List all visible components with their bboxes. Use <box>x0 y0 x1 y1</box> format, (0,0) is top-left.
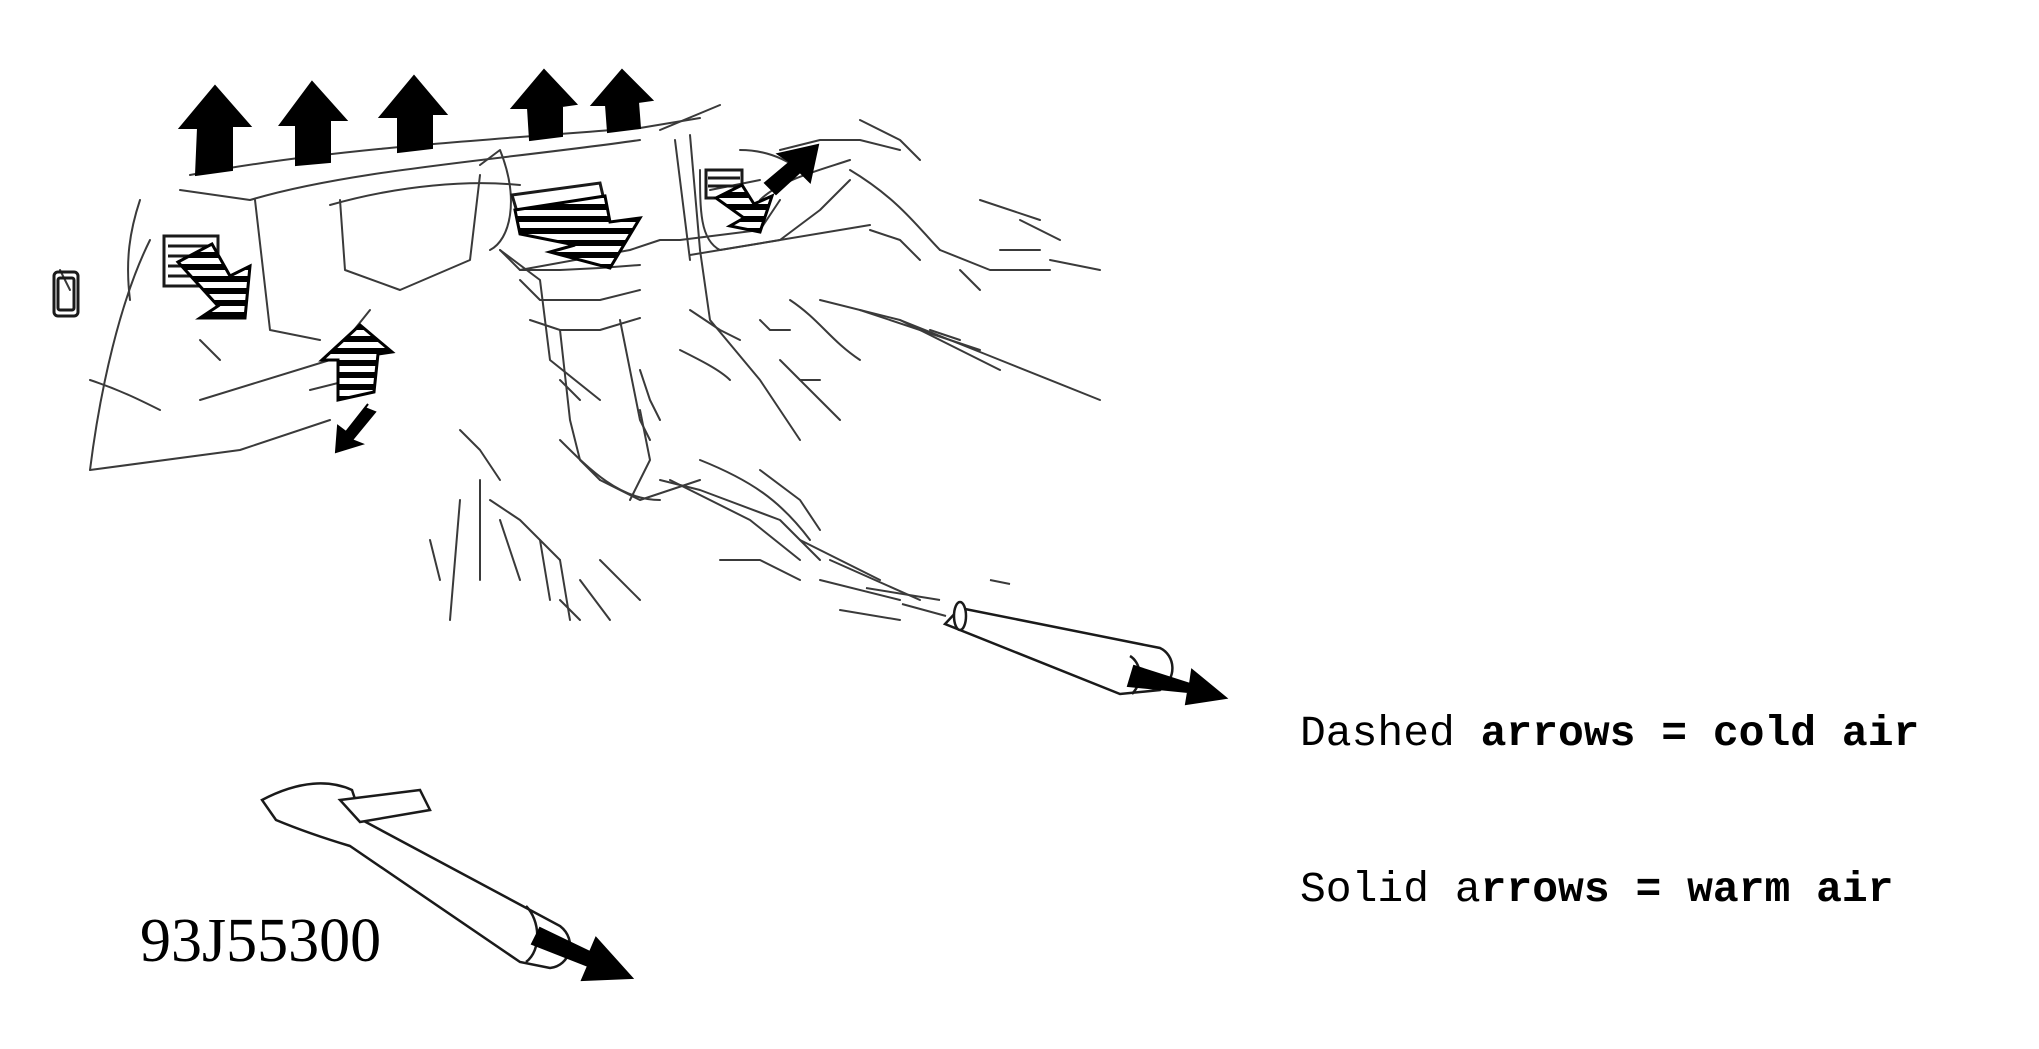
figure-code: 93J55300 <box>140 907 382 975</box>
warm-air-arrow <box>509 68 579 142</box>
legend-cold-arrows: arrows <box>1454 709 1636 758</box>
cold-air-arrow <box>175 241 252 320</box>
legend-cold-style: Dashed <box>1300 709 1455 758</box>
panel-cold-arrows <box>175 183 775 402</box>
legend-warm-arrows: rrows <box>1480 865 1610 914</box>
warm-air-arrow <box>334 403 377 454</box>
warm-air-arrow <box>763 143 820 196</box>
floor-vent-lines <box>865 579 1011 617</box>
dashboard-drawing <box>59 104 1101 621</box>
rear-floor-warm-arrow <box>530 926 635 982</box>
warm-air-arrow <box>177 84 253 177</box>
legend-warm-style: Solid a <box>1300 865 1481 914</box>
legend-cold-air: Dashed arrows = cold air <box>1300 708 1919 760</box>
warm-air-arrow <box>278 80 349 167</box>
warm-air-arrow <box>377 74 449 154</box>
legend: Dashed arrows = cold air Solid arrows = … <box>1300 604 1919 968</box>
side-warm-arrows <box>334 143 820 454</box>
cold-air-arrow <box>318 323 396 402</box>
legend-warm-meaning: = warm air <box>1609 865 1894 914</box>
rear-floor-warm-arrow <box>1126 664 1229 706</box>
defroster-warm-arrows <box>177 68 655 177</box>
left-side-vent <box>52 270 80 318</box>
cold-air-arrow <box>713 183 775 234</box>
cold-air-arrow <box>513 194 643 270</box>
warm-air-arrow <box>589 68 655 134</box>
legend-warm-air: Solid arrows = warm air <box>1300 864 1919 916</box>
legend-cold-meaning: = cold air <box>1635 709 1920 758</box>
